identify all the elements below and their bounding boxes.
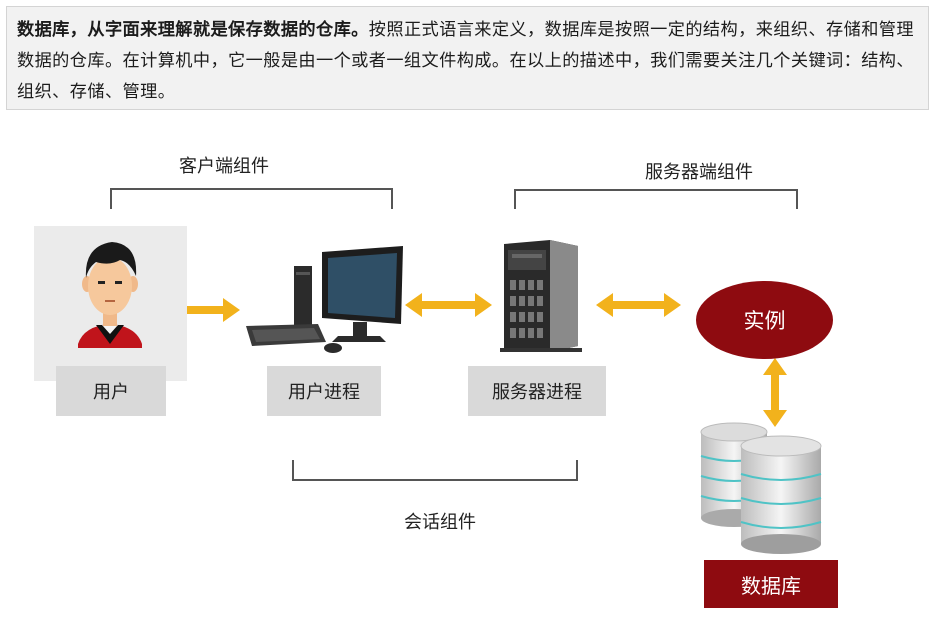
intro-bold-text: 数据库，从字面来理解就是保存数据的仓库。 [17,20,369,40]
client-bracket [110,188,393,209]
user-process-node: 用户进程 [267,366,381,416]
session-bracket [292,460,578,481]
server-group-label: 服务器端组件 [645,162,753,183]
database-label: 数据库 [741,573,801,598]
intro-body-text: 按照正式语言来定义，数据库是按照一定的结构，来组织、存储和管理数据的仓库。在计算… [17,20,914,102]
double-arrow-icon [405,293,492,317]
desktop-computer-icon [246,246,403,353]
database-node: 数据库 [704,560,838,608]
intro-paragraph: 数据库，从字面来理解就是保存数据的仓库。按照正式语言来定义，数据库是按照一定的结… [6,6,929,110]
session-group-label: 会话组件 [404,512,476,533]
user-node-label: 用户 [93,382,129,403]
tower-server-icon [500,240,582,352]
instance-label: 实例 [743,309,786,333]
user-icon-panel [34,226,187,381]
user-process-label: 用户进程 [288,382,360,403]
person-avatar-icon [78,242,142,348]
instance-node: 实例 [696,281,833,359]
server-bracket [514,189,798,209]
server-process-node: 服务器进程 [468,366,606,416]
server-process-label: 服务器进程 [492,382,582,403]
user-node: 用户 [56,366,166,416]
database-cylinders-icon [700,422,822,554]
client-group-label: 客户端组件 [179,156,269,177]
double-arrow-icon [596,293,681,317]
double-arrow-icon [153,298,240,322]
double-arrow-icon [763,358,787,427]
